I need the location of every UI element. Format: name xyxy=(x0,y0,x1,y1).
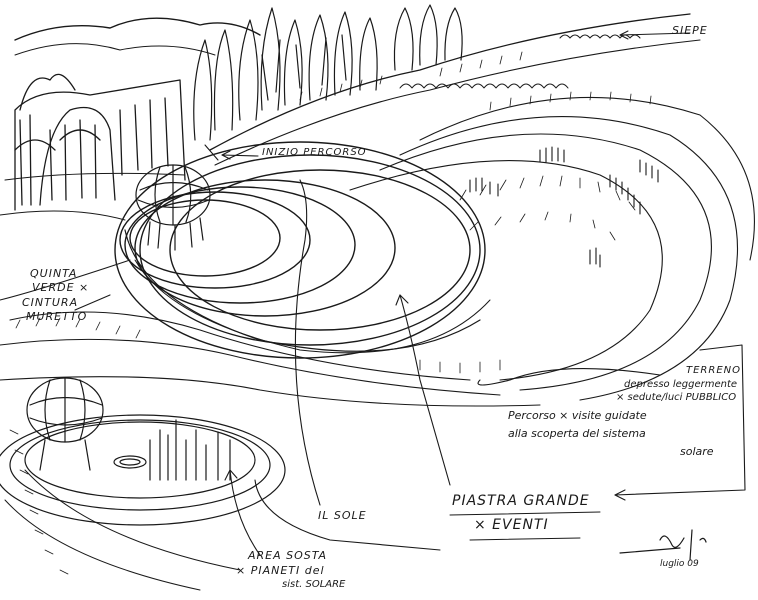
hedge-scallops xyxy=(399,83,569,89)
siepe-arrow xyxy=(619,30,629,40)
siepe-leader xyxy=(619,32,691,36)
label-quinta-4: MURETTO xyxy=(26,310,88,323)
label-piastra-2: × EVENTI xyxy=(474,517,549,533)
label-siepe: SIEPE xyxy=(672,24,708,37)
label-terreno-1: TERRENO xyxy=(686,365,741,376)
terrace-hatch xyxy=(9,51,652,575)
label-percorso-3: solare xyxy=(680,445,714,458)
hills-2 xyxy=(14,43,216,56)
label-area-sosta-1: AREA SOSTA xyxy=(248,549,327,562)
lower-pad xyxy=(0,414,286,526)
globe-small xyxy=(26,377,104,471)
label-quinta-2: VERDE × xyxy=(32,281,90,294)
globe-large xyxy=(135,164,211,251)
label-area-sosta-3: sist. SOLARE xyxy=(282,579,346,590)
hedge-edge-2 xyxy=(214,39,701,166)
green-wing xyxy=(0,210,126,221)
lower-path-2 xyxy=(24,469,241,571)
label-area-sosta-2: × PIANETI del xyxy=(236,564,325,577)
label-terreno-3: × sedute/luci PUBBLICO xyxy=(616,392,737,403)
lower-path xyxy=(4,499,201,591)
label-quinta-3: CINTURA xyxy=(22,296,79,309)
label-il-sole: IL SOLE xyxy=(318,509,367,522)
signature xyxy=(619,529,707,561)
label-date: luglio 09 xyxy=(660,559,699,569)
leaders xyxy=(74,144,746,556)
figures xyxy=(469,146,659,268)
label-quinta-1: QUINTA xyxy=(30,267,78,280)
label-terreno-2: depresso leggermente xyxy=(624,379,738,390)
label-percorso-2: alla scoperta del sistema xyxy=(508,427,646,440)
label-piastra-1: PIASTRA GRANDE xyxy=(452,493,590,509)
piastra-underline-2 xyxy=(469,537,581,541)
hedge-scallops-2 xyxy=(559,34,641,39)
label-percorso-1: Percorso × visite guidate xyxy=(508,409,647,422)
tree-row xyxy=(193,4,463,141)
main-plaza xyxy=(114,141,491,359)
piastra-underline xyxy=(449,511,601,516)
hills xyxy=(14,17,261,41)
label-inizio-percorso: INIZIO PERCORSO xyxy=(262,147,367,158)
building xyxy=(4,73,186,211)
hedge-edge-1 xyxy=(209,13,691,151)
green-wing-2 xyxy=(0,259,131,301)
terrace-rings xyxy=(0,96,755,407)
